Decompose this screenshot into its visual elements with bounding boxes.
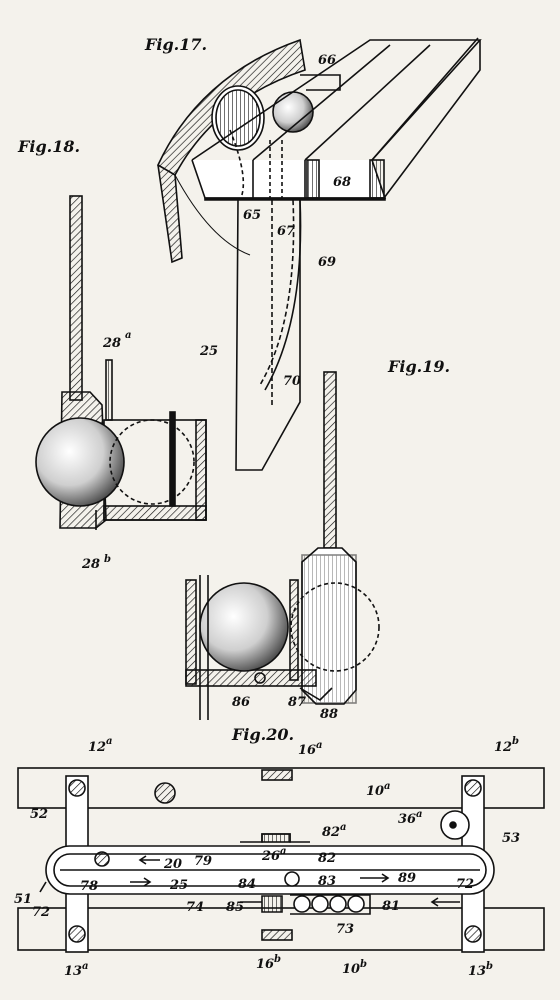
- label-52: 52: [30, 807, 48, 822]
- label-12a: 12: [88, 740, 106, 755]
- label-13b: 13: [468, 964, 486, 979]
- label-70: 70: [283, 374, 301, 389]
- figure-20-title: Fig.20.: [231, 725, 294, 744]
- figure-19-title: Fig.19.: [387, 357, 450, 376]
- label-88: 88: [320, 707, 338, 722]
- label-10b: 10: [342, 962, 360, 977]
- label-84: 84: [238, 877, 256, 892]
- label-10a-sup: a: [384, 781, 390, 792]
- rail-10a: [17, 767, 545, 809]
- label-28a-sup: a: [125, 330, 131, 341]
- label-26a-sup: a: [280, 846, 286, 857]
- label-25-fig20: 25: [169, 878, 188, 893]
- label-16b-sup: b: [274, 954, 281, 965]
- figure-18: [35, 195, 207, 530]
- figure-19-labels: Fig.19. 86 87 88: [232, 357, 450, 722]
- label-16b: 16: [256, 957, 274, 972]
- label-36a-sup: a: [416, 809, 422, 820]
- label-13a: 13: [64, 964, 82, 979]
- label-13a-sup: a: [82, 961, 88, 972]
- label-73: 73: [336, 922, 354, 937]
- label-12b-sup: b: [512, 736, 519, 747]
- figure-17: [156, 37, 482, 471]
- label-28b-sup: b: [104, 554, 111, 565]
- label-74: 74: [186, 900, 204, 915]
- label-72-left: 72: [32, 905, 50, 920]
- label-53: 53: [502, 831, 520, 846]
- label-82a-sup: a: [340, 822, 346, 833]
- label-28a: 28: [102, 336, 121, 351]
- label-78: 78: [80, 879, 98, 894]
- label-87: 87: [288, 695, 306, 710]
- figure-20-labels: Fig.20. 12 a 12 b 16 a 16 b 10 a 10 b 13…: [14, 725, 520, 979]
- label-16a: 16: [298, 743, 316, 758]
- label-65: 65: [243, 208, 261, 223]
- label-72-right: 72: [456, 877, 474, 892]
- label-26a: 26: [261, 849, 280, 864]
- label-13b-sup: b: [486, 961, 493, 972]
- label-25-fig17: 25: [199, 344, 218, 359]
- label-69: 69: [318, 255, 336, 270]
- label-66: 66: [318, 53, 336, 68]
- label-20: 20: [163, 857, 182, 872]
- figure-18-title: Fig.18.: [17, 137, 80, 156]
- label-16a-sup: a: [316, 740, 322, 751]
- figure-18-labels: Fig.18. 28 a 28 b: [17, 137, 131, 572]
- label-10b-sup: b: [360, 959, 367, 970]
- label-51: 51: [14, 892, 32, 907]
- label-85: 85: [226, 900, 244, 915]
- label-12a-sup: a: [106, 736, 112, 747]
- label-67: 67: [277, 224, 295, 239]
- figure-17-title: Fig.17.: [144, 35, 207, 54]
- figure-20: [17, 767, 545, 953]
- label-10a: 10: [366, 784, 384, 799]
- figure-17-labels: Fig.17. 66 65 67 68 69 25 70: [144, 35, 351, 389]
- label-86: 86: [232, 695, 250, 710]
- label-82a: 82: [322, 825, 340, 840]
- label-36a: 36: [398, 812, 416, 827]
- label-12b: 12: [494, 740, 512, 755]
- label-83: 83: [318, 874, 336, 889]
- label-79: 79: [194, 854, 212, 869]
- label-82-right: 82: [318, 851, 336, 866]
- label-81: 81: [382, 899, 400, 914]
- label-89: 89: [398, 871, 416, 886]
- label-68: 68: [333, 175, 351, 190]
- figure-19: [185, 371, 380, 720]
- label-28b: 28: [81, 557, 100, 572]
